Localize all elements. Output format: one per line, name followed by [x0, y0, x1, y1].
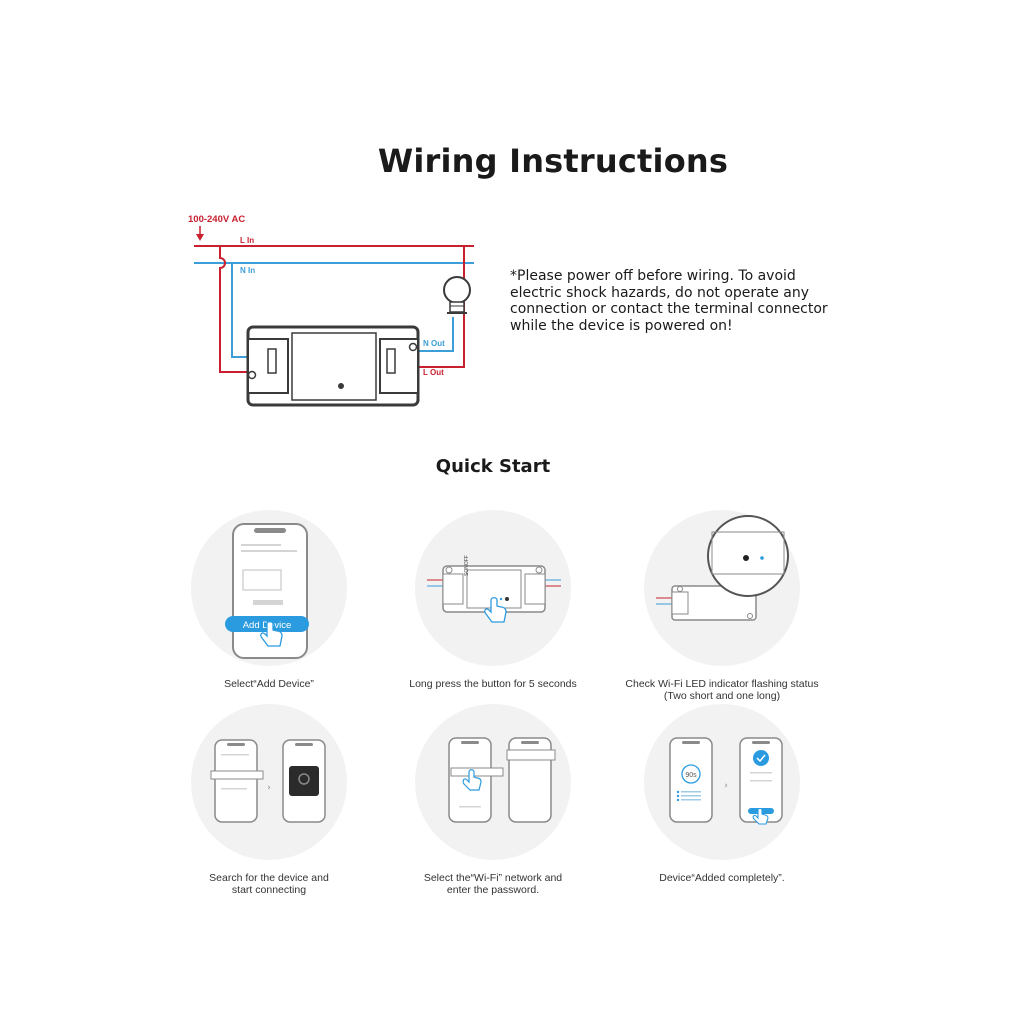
- step-3-label: Check Wi-Fi LED indicator flashing statu…: [625, 678, 819, 702]
- l-out-label: L Out: [423, 368, 444, 377]
- countdown-timer: [681, 764, 701, 784]
- smart-switch-device: [246, 325, 420, 407]
- down-arrow-icon: [196, 226, 204, 241]
- wiring-diagram: 100-240V AC L In N In N Out L Out: [188, 214, 474, 407]
- step-2: SONOFF Long press the button for 5 secon…: [383, 508, 603, 690]
- step-6-label: Device“Added completely”.: [659, 872, 785, 884]
- phone-icon: [282, 739, 326, 823]
- phone-icon: [739, 737, 783, 823]
- magnified-led-inset: [707, 515, 789, 597]
- step-4-label: Search for the device and start connecti…: [209, 872, 329, 896]
- step-5-label: Select the“Wi-Fi” network and enter the …: [423, 872, 563, 896]
- step-2-illustration: SONOFF: [415, 510, 571, 666]
- step-4: › Search for the device and start connec…: [159, 702, 379, 896]
- step-5-illustration: [415, 704, 571, 860]
- arrow-right-icon: ›: [267, 783, 271, 793]
- hand-pointer-icon: [752, 807, 769, 825]
- arrow-right-icon: ›: [724, 781, 728, 791]
- checkmark-icon: [753, 750, 769, 766]
- step-4-illustration: ›: [191, 704, 347, 860]
- hand-pointer-icon: [260, 621, 283, 647]
- step-1: Add Device Select“Add Device”: [159, 508, 379, 690]
- step-3-illustration: [644, 510, 800, 666]
- step-1-illustration: Add Device: [191, 510, 347, 666]
- hand-pointer-icon: [462, 769, 482, 791]
- step-1-label: Select“Add Device”: [224, 678, 314, 690]
- n-out-label: N Out: [423, 339, 445, 348]
- step-6-illustration: 90s ›: [644, 704, 800, 860]
- step-6: 90s › Device“Added completely”.: [612, 702, 832, 884]
- phone-icon: [506, 737, 556, 823]
- page-title: Wiring Instructions: [377, 142, 729, 180]
- light-bulb-icon: [443, 276, 471, 314]
- phone-icon: 90s: [669, 737, 713, 823]
- safety-warning: *Please power off before wiring. To avoi…: [510, 268, 828, 334]
- step-3: Check Wi-Fi LED indicator flashing statu…: [612, 508, 832, 702]
- l-drop-wire: [219, 246, 265, 373]
- smart-switch-device: SONOFF: [442, 555, 546, 613]
- phone-icon: [210, 739, 264, 823]
- l-in-label: L In: [240, 236, 254, 245]
- n-in-label: N In: [240, 266, 255, 275]
- countdown-timer-text: 90s: [685, 772, 697, 779]
- voltage-label: 100-240V AC: [188, 214, 245, 225]
- quick-start-title: Quick Start: [435, 456, 551, 477]
- step-2-label: Long press the button for 5 seconds: [409, 678, 577, 690]
- step-5: Select the“Wi-Fi” network and enter the …: [383, 702, 603, 896]
- hand-pointer-icon: [484, 597, 507, 623]
- device-brand: SONOFF: [464, 555, 470, 576]
